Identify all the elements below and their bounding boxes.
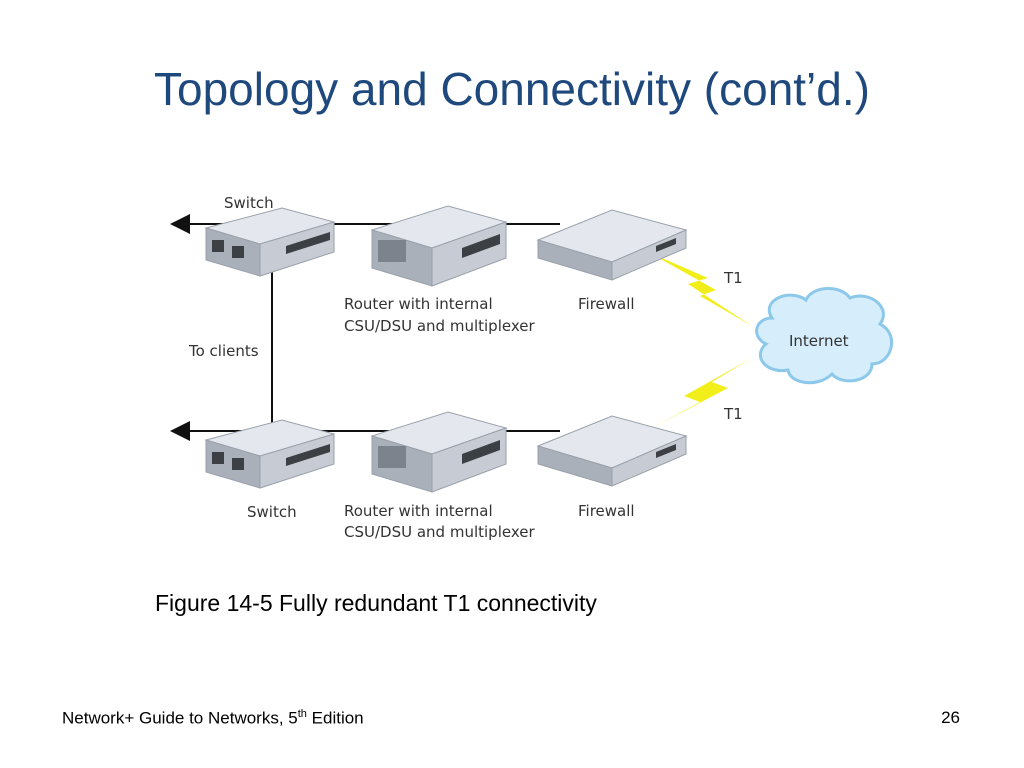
switch-top [204,207,336,277]
t1-top-lightning [648,252,752,326]
t1-bottom-label: T1 [723,405,743,423]
router-top-label-line2: CSU/DSU and multiplexer [344,317,535,335]
slide-title: Topology and Connectivity (cont’d.) [154,63,870,115]
internet-cloud [755,287,893,385]
footer-text: Network+ Guide to Networks, 5th Edition [62,708,364,729]
router-bottom [370,411,508,493]
switch-top-label: Switch [224,194,274,212]
to-clients-label: To clients [188,342,259,360]
firewall-top [536,209,688,281]
switch-bottom-label: Switch [247,503,297,521]
t1-top-label: T1 [723,269,743,287]
router-bottom-label-line2: CSU/DSU and multiplexer [344,523,535,541]
internet-label: Internet [789,332,849,350]
switch-bottom [204,419,336,489]
router-top [370,205,508,287]
footer-superscript: th [297,708,307,720]
t1-bottom-lightning [652,358,752,428]
footer-main: Network+ Guide to Networks, 5 [62,708,298,728]
figure-caption: Figure 14-5 Fully redundant T1 connectiv… [155,590,597,616]
firewall-bottom-label: Firewall [578,502,635,520]
firewall-bottom [536,415,688,487]
footer-suffix: Edition [306,708,364,728]
router-top-label-line1: Router with internal [344,295,493,313]
page-number: 26 [941,708,960,727]
router-bottom-label-line1: Router with internal [344,502,493,520]
firewall-top-label: Firewall [578,295,635,313]
